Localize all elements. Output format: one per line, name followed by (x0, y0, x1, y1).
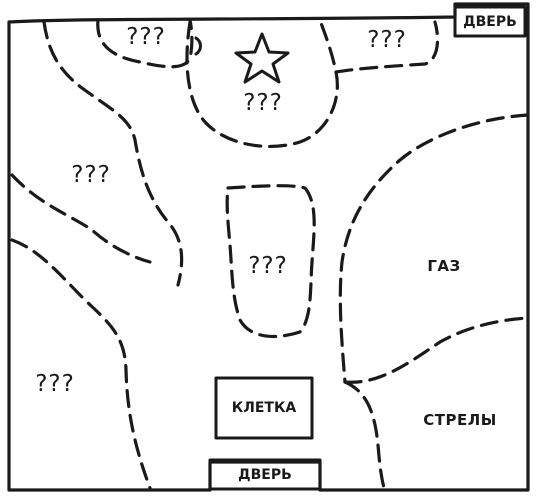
room-top-left-label: ??? (126, 24, 166, 50)
room-gas-label: ГАЗ (427, 257, 461, 275)
wall-gas-arrows-divider (343, 316, 530, 384)
cage-frame (214, 376, 314, 440)
wall-star-room (185, 18, 339, 149)
door-top-right-frame (453, 5, 527, 38)
room-left-label: ??? (71, 162, 111, 188)
small-arc-mark (194, 36, 202, 56)
door-bottom[interactable]: ДВЕРЬ (238, 466, 292, 483)
room-star-label: ??? (243, 90, 283, 116)
wall-gas-room (338, 113, 530, 384)
door-bottom-frame (208, 458, 322, 491)
outer-wall (7, 2, 530, 492)
wall-left-corridor-lower (10, 173, 152, 264)
wall-left-room-divider (10, 238, 152, 490)
room-top-right-label: ??? (367, 27, 407, 53)
door-top-right[interactable]: ДВЕРЬ (463, 13, 517, 30)
star-icon (234, 32, 290, 84)
wall-top-right-room (334, 20, 440, 74)
room-bottom-left-label: ??? (35, 371, 75, 397)
wall-left-corridor-upper (42, 20, 184, 287)
wall-top-left-room (96, 18, 194, 69)
cage-label: КЛЕТКА (231, 400, 297, 416)
wall-center-room (225, 184, 316, 339)
room-center-label: ??? (248, 253, 288, 279)
room-arrows-label: СТРЕЛЫ (423, 411, 497, 429)
wall-arrows-room (343, 380, 386, 490)
